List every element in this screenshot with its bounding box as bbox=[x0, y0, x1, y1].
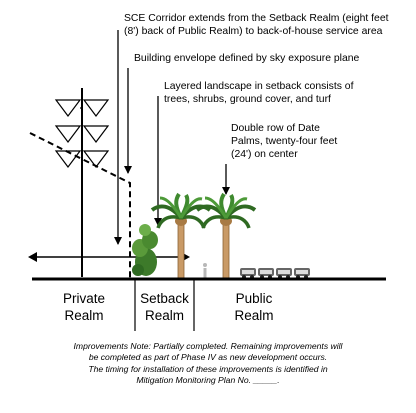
shrub-icon bbox=[132, 224, 158, 276]
note-line: Improvements Note: Partially completed. … bbox=[73, 341, 343, 351]
callout-arrows bbox=[114, 30, 230, 245]
note-line: be completed as part of Phase IV as new … bbox=[88, 352, 328, 363]
pedestrian-icon bbox=[203, 263, 207, 278]
realm-label-line: Realm bbox=[234, 308, 274, 323]
private-realm-label: Private Realm bbox=[44, 290, 124, 324]
date-palm-tree-icon bbox=[195, 192, 257, 279]
realm-label-line: Private bbox=[62, 291, 106, 306]
realm-label-line: Realm bbox=[64, 308, 104, 323]
date-palms-callout: Double row of Date Palms, twenty-four fe… bbox=[231, 122, 337, 161]
callout-line: Building envelope defined by sky exposur… bbox=[134, 53, 360, 64]
callout-line: trees, shrubs, ground cover, and turf bbox=[164, 94, 331, 105]
sky-exposure-plane-line bbox=[29, 132, 131, 280]
building-envelope-callout: Building envelope defined by sky exposur… bbox=[134, 52, 359, 65]
realm-label-line: Setback bbox=[140, 291, 189, 306]
sce-corridor-callout: SCE Corridor extends from the Setback Re… bbox=[124, 12, 389, 38]
note-line: The timing for installation of these imp… bbox=[88, 363, 328, 374]
realm-label-line: Public bbox=[235, 291, 273, 306]
parked-cars-icon bbox=[240, 268, 310, 279]
layered-landscape-callout: Layered landscape in setback consists of… bbox=[164, 80, 353, 106]
callout-line: Palms, twenty-four feet bbox=[231, 136, 338, 147]
note-line: Mitigation Monitoring Plan No. _____. bbox=[136, 374, 280, 385]
date-palm-tree-icon bbox=[150, 192, 212, 279]
callout-line: Layered landscape in setback consists of bbox=[164, 81, 354, 92]
callout-line: SCE Corridor extends from the Setback Re… bbox=[124, 13, 389, 24]
callout-line: (8') back of Public Realm) to back-of-ho… bbox=[124, 26, 383, 37]
callout-line: Double row of Date bbox=[231, 123, 320, 134]
realm-label-line: Realm bbox=[144, 308, 184, 323]
setback-realm-label: Setback Realm bbox=[135, 290, 194, 324]
improvements-note: Improvements Note: Partially completed. … bbox=[8, 341, 408, 386]
public-realm-label: Public Realm bbox=[214, 290, 294, 324]
callout-line: (24') on center bbox=[231, 149, 298, 160]
transmission-tower-icon bbox=[54, 88, 110, 277]
corridor-extent-arrow bbox=[28, 252, 190, 262]
